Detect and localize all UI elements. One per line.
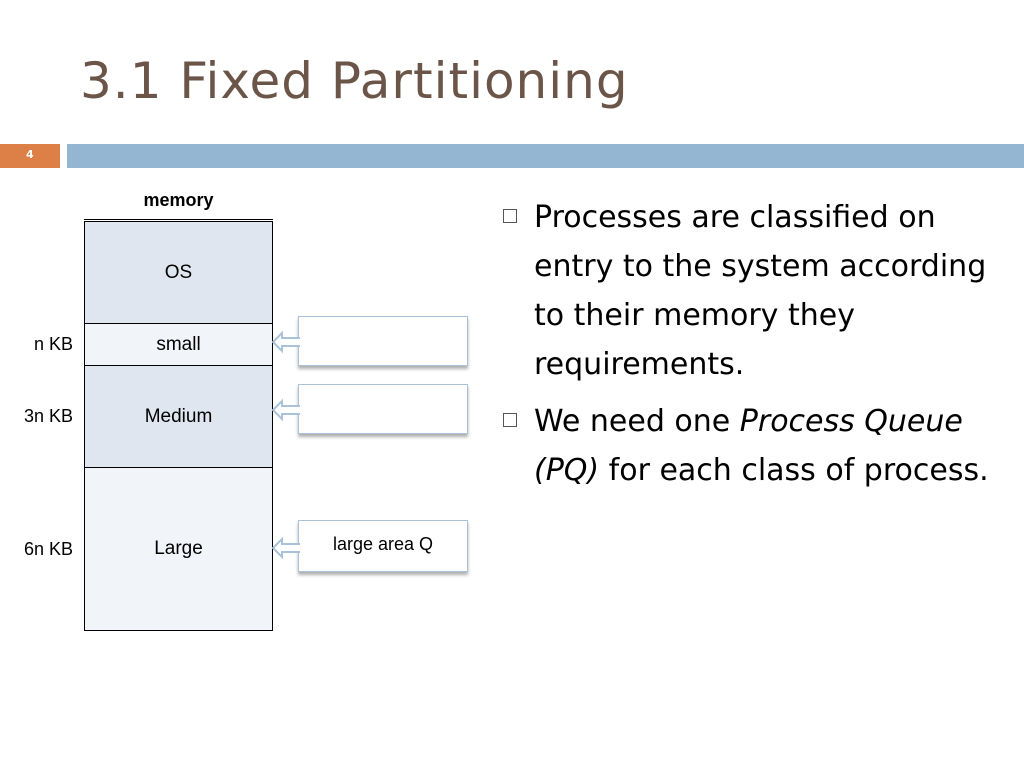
header-bar: [67, 144, 1024, 168]
memory-block-large: Large: [84, 467, 273, 631]
bullet-text: Processes are classified on entry to the…: [534, 200, 987, 382]
memory-block-medium: Medium: [84, 365, 273, 468]
arrow-left-icon: [271, 536, 300, 560]
bullet-item: We need one Process Queue (PQ) for each …: [496, 397, 996, 495]
slide-number-box: 4: [0, 144, 60, 168]
memory-block-os: OS: [84, 221, 273, 324]
size-label-medium: 3n KB: [23, 406, 73, 426]
arrow-left-icon: [271, 398, 300, 422]
memory-block-small: small: [84, 323, 273, 366]
bullet-text-part: We need one: [534, 404, 740, 439]
bullet-text-part: for each class of process.: [599, 453, 989, 488]
block-label-small: small: [156, 333, 201, 355]
arrow-left-icon: [271, 330, 300, 354]
block-label-os: OS: [164, 261, 193, 283]
slide-title: 3.1 Fixed Partitioning: [80, 52, 629, 110]
bullet-text-emphasis: Process Queue (PQ): [534, 404, 963, 488]
queue-label-large: large area Q: [332, 534, 434, 554]
bullet-item: Processes are classified on entry to the…: [496, 193, 996, 389]
queue-box-medium: [298, 384, 468, 434]
queue-box-large: large area Q: [298, 520, 468, 572]
size-label-large: 6n KB: [23, 539, 73, 559]
square-bullet-icon: [503, 413, 517, 427]
queue-box-small: [298, 316, 468, 366]
memory-header: memory: [143, 190, 214, 210]
memory-top-line: [84, 219, 273, 220]
block-label-large: Large: [154, 538, 203, 559]
block-label-medium: Medium: [144, 405, 213, 427]
slide-number: 4: [26, 148, 34, 161]
bullet-list: Processes are classified on entry to the…: [496, 193, 996, 503]
size-label-small: n KB: [33, 334, 73, 354]
square-bullet-icon: [503, 209, 517, 223]
